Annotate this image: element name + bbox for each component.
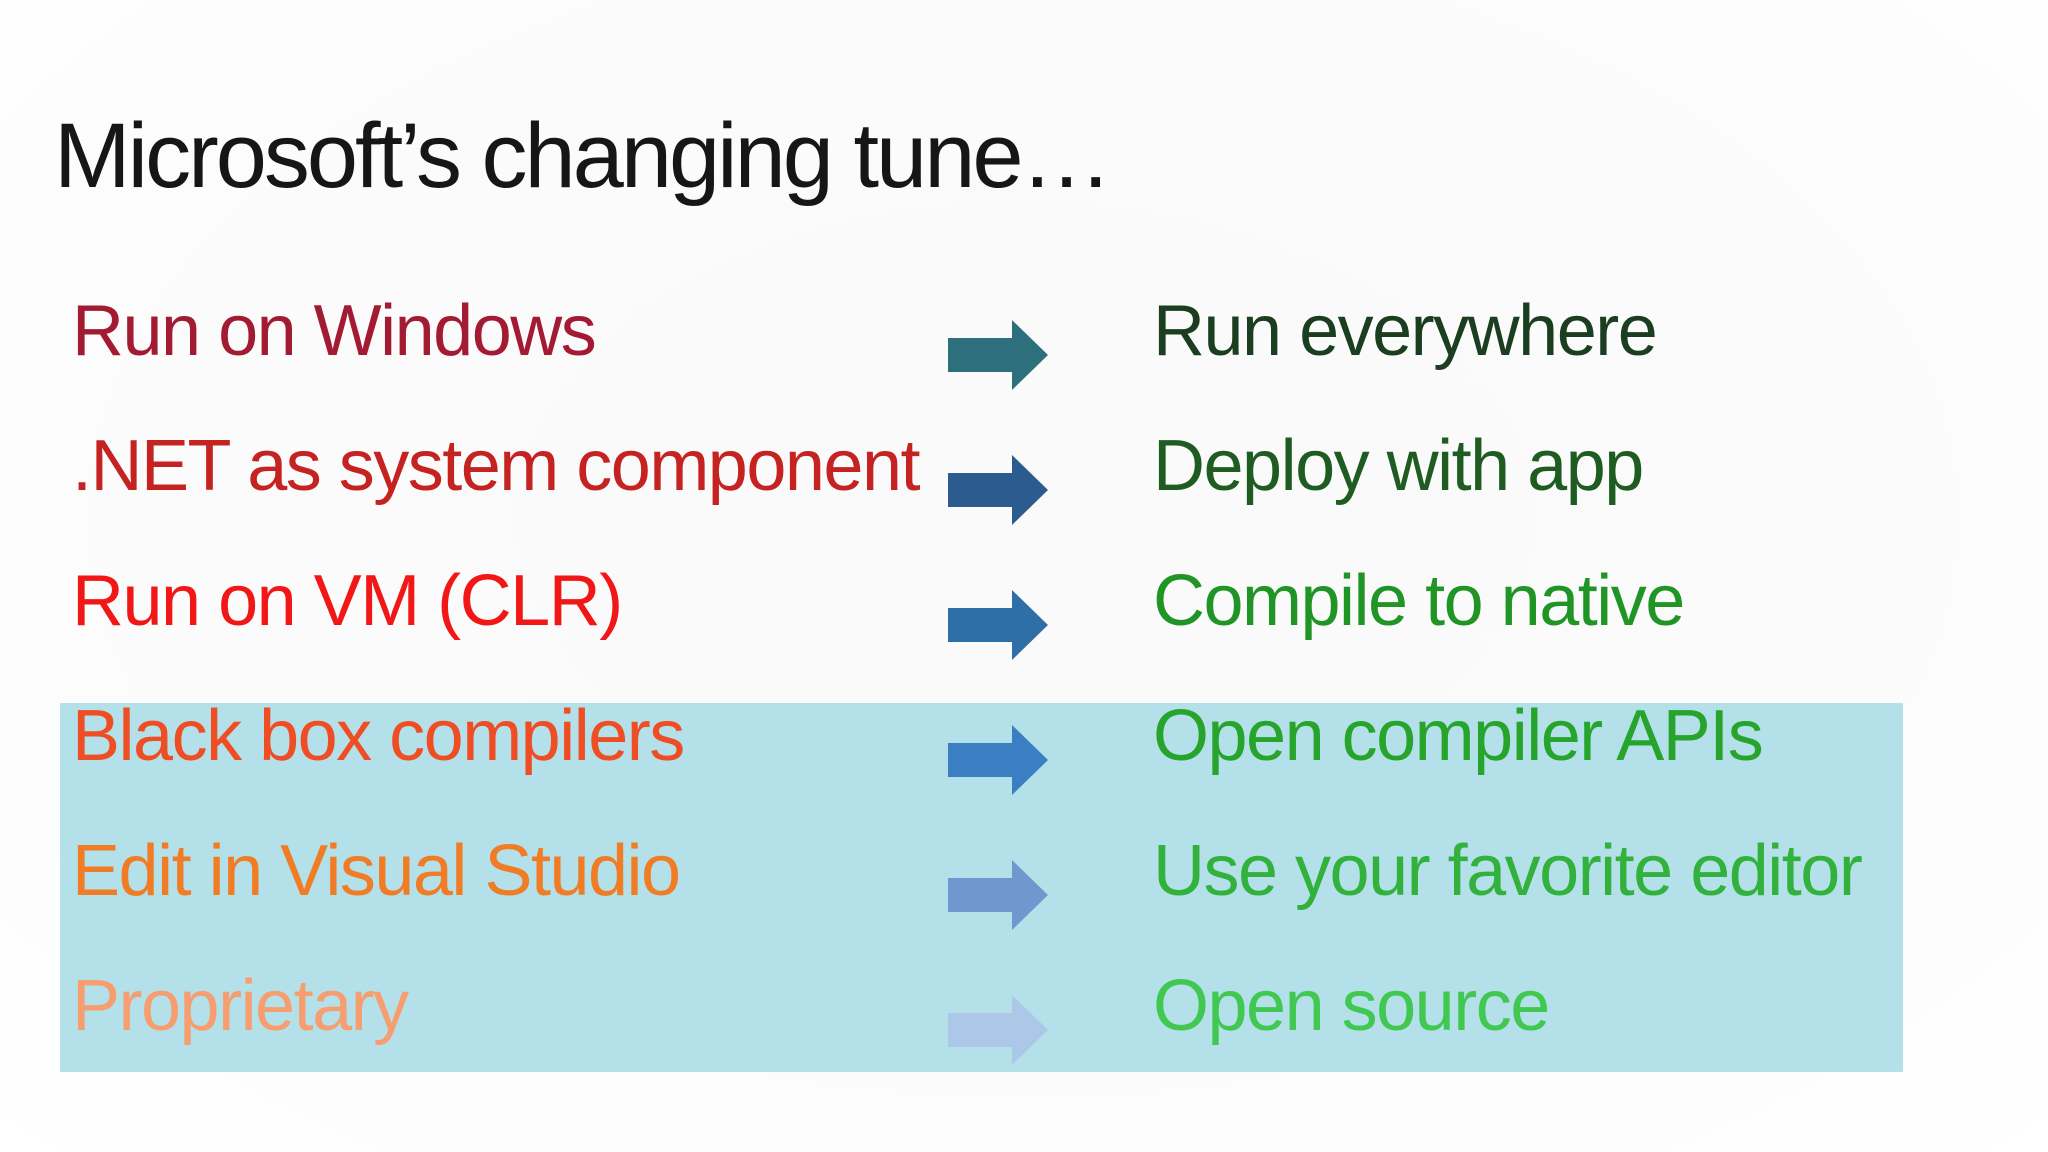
right-arrow-icon [948,725,1048,795]
right-arrow-icon [948,995,1048,1065]
right-arrow-icon [948,320,1048,390]
old-practice-label: Proprietary [72,965,409,1046]
transition-row-highlighted: Proprietary Open source [0,941,2048,1076]
new-practice-label: Use your favorite editor [1153,830,1863,911]
transition-row: .NET as system component Deploy with app [0,401,2048,536]
right-arrow-shape [948,590,1048,660]
new-practice-label: Run everywhere [1153,290,1658,371]
transition-row: Run on VM (CLR) Compile to native [0,536,2048,671]
right-arrow-icon [948,590,1048,660]
transition-row-highlighted: Edit in Visual Studio Use your favorite … [0,806,2048,941]
right-arrow-shape [948,455,1048,525]
old-practice-label: .NET as system component [72,425,921,506]
old-practice-label: Run on VM (CLR) [72,560,623,641]
right-arrow-shape [948,725,1048,795]
right-arrow-icon [948,860,1048,930]
right-arrow-shape [948,995,1048,1065]
slide-title: Microsoft’s changing tune… [54,104,1113,207]
old-practice-label: Black box compilers [72,695,685,776]
right-arrow-icon [948,455,1048,525]
new-practice-label: Compile to native [1153,560,1685,641]
old-practice-label: Edit in Visual Studio [72,830,681,911]
new-practice-label: Deploy with app [1153,425,1644,506]
old-practice-label: Run on Windows [72,290,597,371]
new-practice-label: Open source [1153,965,1550,1046]
right-arrow-shape [948,320,1048,390]
right-arrow-shape [948,860,1048,930]
transition-row-highlighted: Black box compilers Open compiler APIs [0,671,2048,806]
transition-row: Run on Windows Run everywhere [0,266,2048,401]
new-practice-label: Open compiler APIs [1153,695,1764,776]
